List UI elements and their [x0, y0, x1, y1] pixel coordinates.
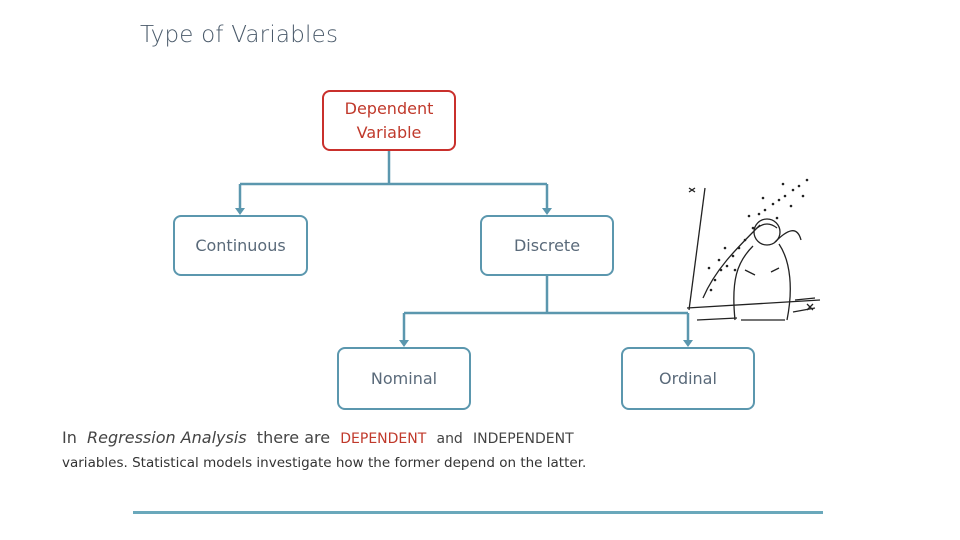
slide-title: Type of Variables [140, 22, 339, 48]
arrowhead-icon [542, 208, 552, 215]
arrowhead-icon [235, 208, 245, 215]
node-label: Discrete [513, 236, 581, 255]
node-label: Continuous [195, 236, 286, 255]
node-continuous: Continuous [173, 215, 308, 276]
caption-line-1: In Regression Analysis there are DEPENDE… [62, 428, 574, 447]
caption-regression-analysis: Regression Analysis [87, 428, 247, 447]
regression-sketch-illustration [686, 178, 821, 321]
bottom-divider [133, 511, 823, 514]
arrowhead-icon [399, 340, 409, 347]
node-dependent-variable: Dependent Variable [322, 90, 456, 151]
node-label: Ordinal [659, 369, 717, 388]
node-label: Dependent Variable [344, 98, 434, 142]
caption-dependent: DEPENDENT [340, 431, 427, 447]
caption-and: and [436, 431, 463, 447]
node-ordinal: Ordinal [621, 347, 755, 410]
caption-there-are: there are [256, 428, 331, 447]
arrowhead-icon [683, 340, 693, 347]
node-label: Nominal [370, 369, 438, 388]
caption-line-2: variables. Statistical models investigat… [62, 455, 587, 471]
caption-in: In [62, 428, 77, 447]
node-discrete: Discrete [480, 215, 614, 276]
caption-independent: INDEPENDENT [473, 431, 574, 447]
node-nominal: Nominal [337, 347, 471, 410]
